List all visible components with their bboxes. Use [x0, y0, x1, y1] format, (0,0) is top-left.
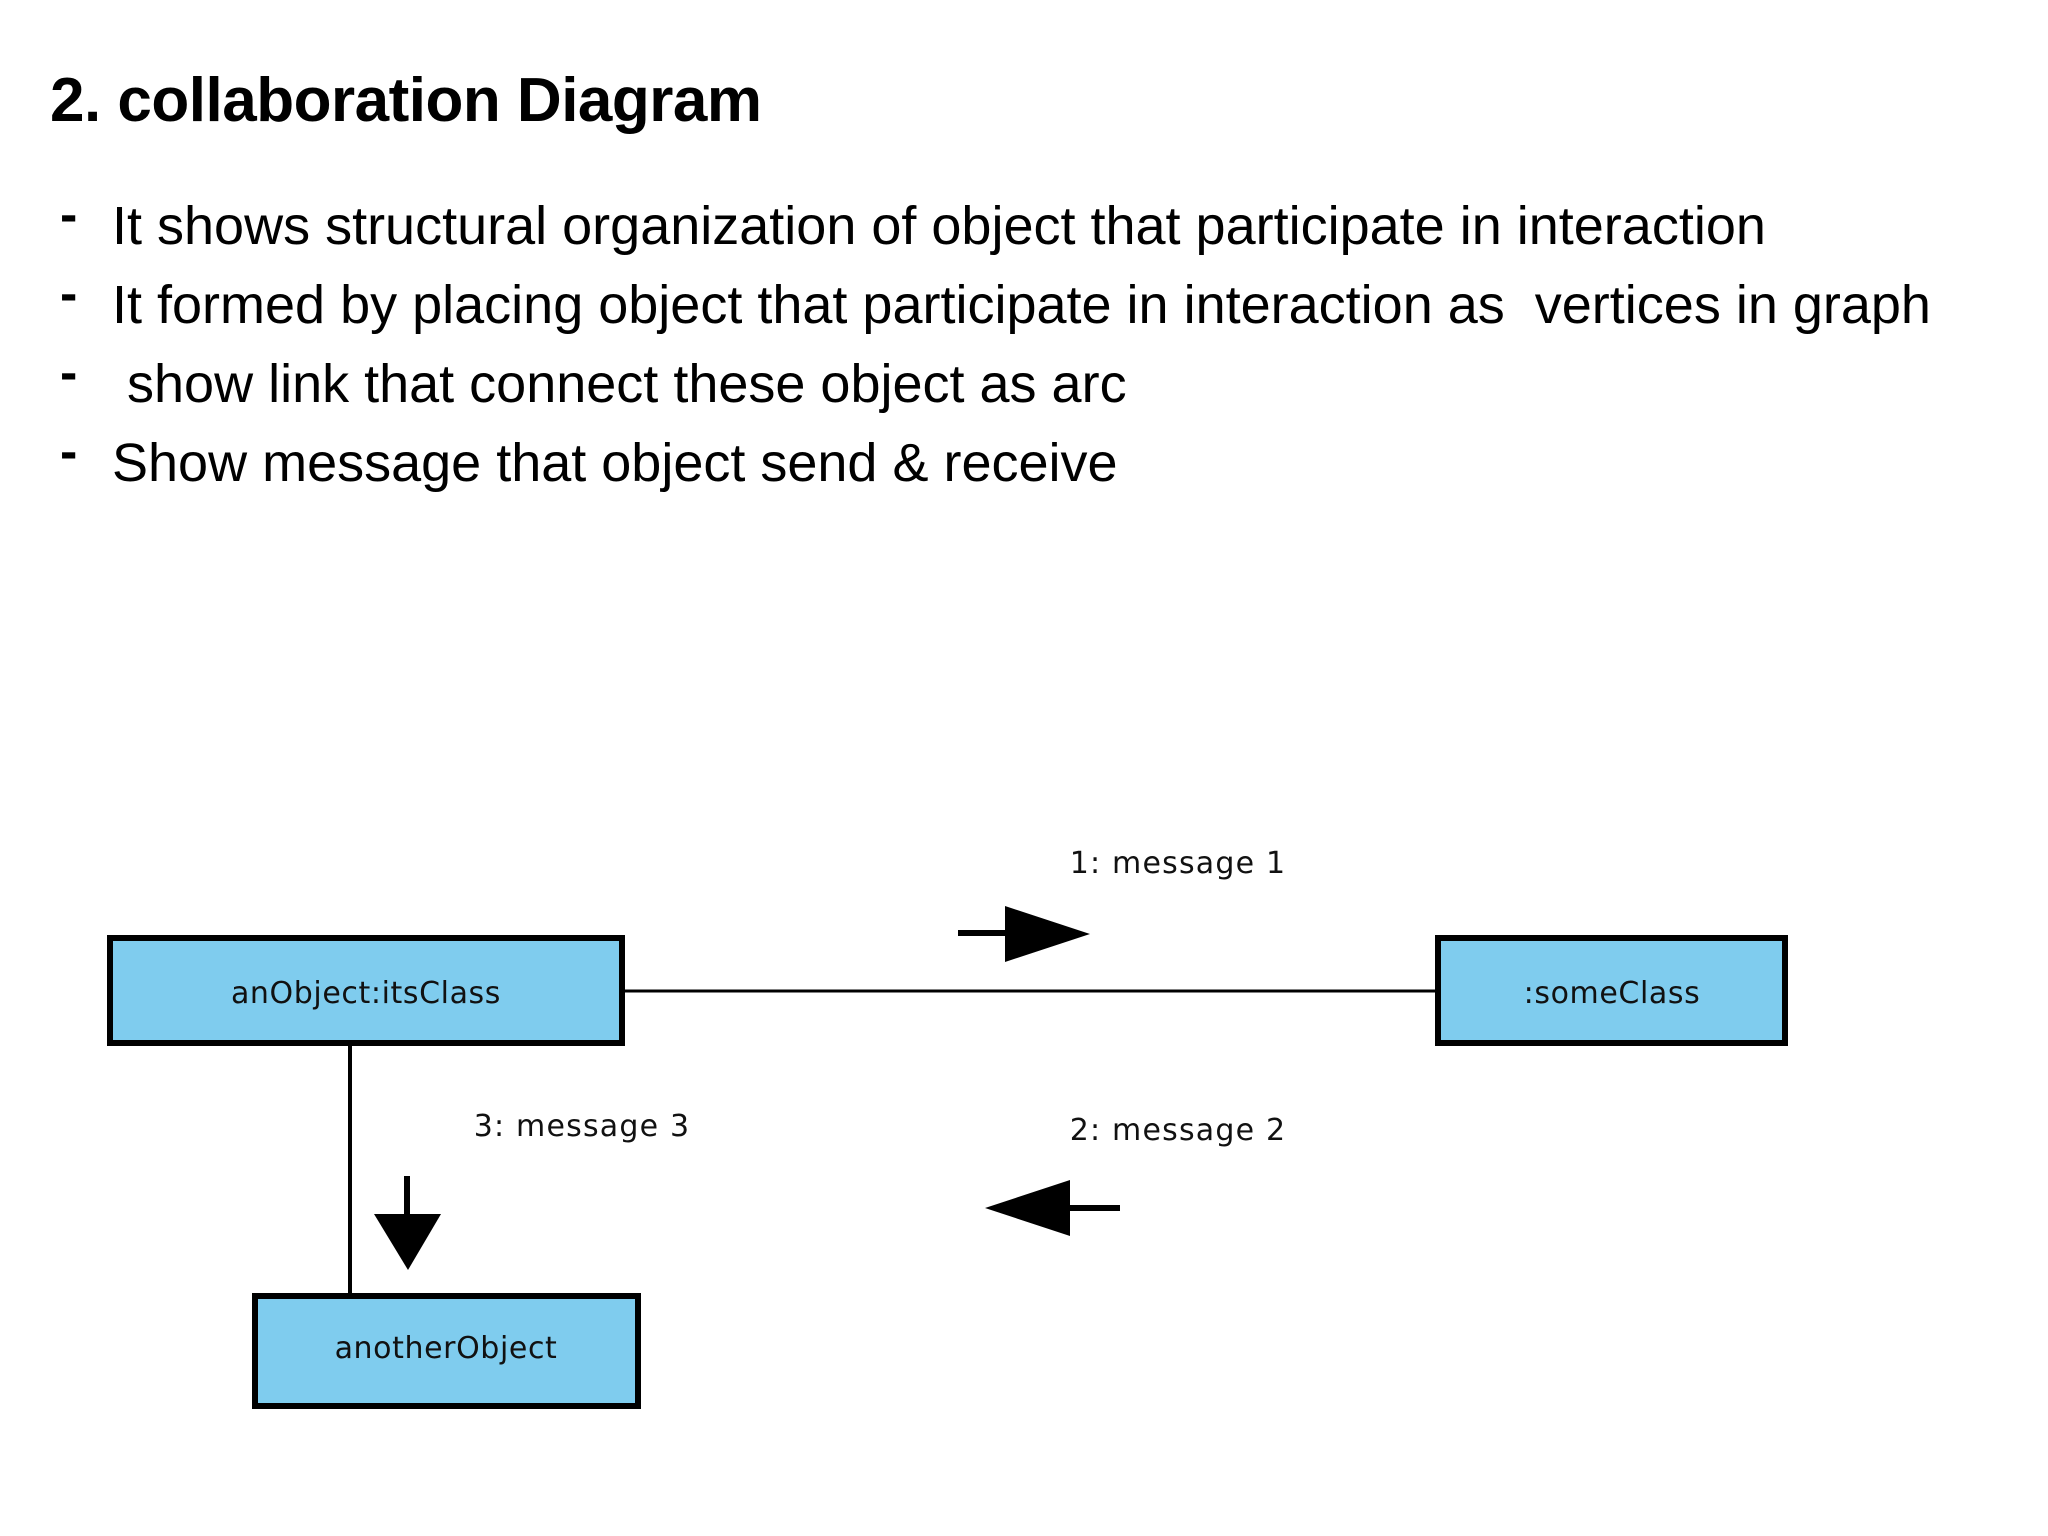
list-item: - It shows structural organization of ob… [50, 186, 2010, 261]
bullet-dash-icon: - [60, 186, 78, 244]
bullet-list: - It shows structural organization of ob… [50, 186, 2010, 508]
bullet-dash-icon: - [60, 423, 78, 482]
list-item: - show link that connect these object as… [50, 344, 2010, 419]
uml-node-label: anObject:itsClass [231, 976, 501, 1011]
page-title: 2. collaboration Diagram [50, 66, 762, 135]
list-item-text: It shows structural organization of obje… [112, 196, 1766, 256]
list-item-text: It formed by placing object that partici… [112, 275, 1931, 336]
bullet-dash-icon: - [60, 265, 78, 324]
message-label-1: 1: message 1 [1070, 846, 1287, 881]
list-item-text: show link that connect these object as a… [112, 354, 1127, 415]
message-arrow-3: 3: message 3 [374, 1109, 691, 1270]
list-item-text: Show message that object send & receive [112, 433, 1118, 494]
message-label-3: 3: message 3 [474, 1109, 691, 1144]
message-label-2: 2: message 2 [1070, 1113, 1287, 1148]
message-arrow-2: 2: message 2 [985, 1113, 1287, 1236]
uml-node-label: anotherObject [335, 1331, 558, 1366]
bullet-dash-icon: - [60, 344, 78, 403]
uml-node-anobject: anObject:itsClass [107, 935, 625, 1046]
message-arrow-1: 1: message 1 [958, 846, 1287, 962]
list-item: - Show message that object send & receiv… [50, 423, 2010, 498]
list-item: - It formed by placing object that parti… [50, 265, 2010, 340]
uml-node-anotherobject: anotherObject [252, 1293, 641, 1409]
uml-node-label: :someClass [1524, 976, 1701, 1011]
collaboration-diagram-image: anObject:itsClass :someClass anotherObje… [60, 828, 1990, 1518]
uml-node-someclass: :someClass [1435, 935, 1788, 1046]
